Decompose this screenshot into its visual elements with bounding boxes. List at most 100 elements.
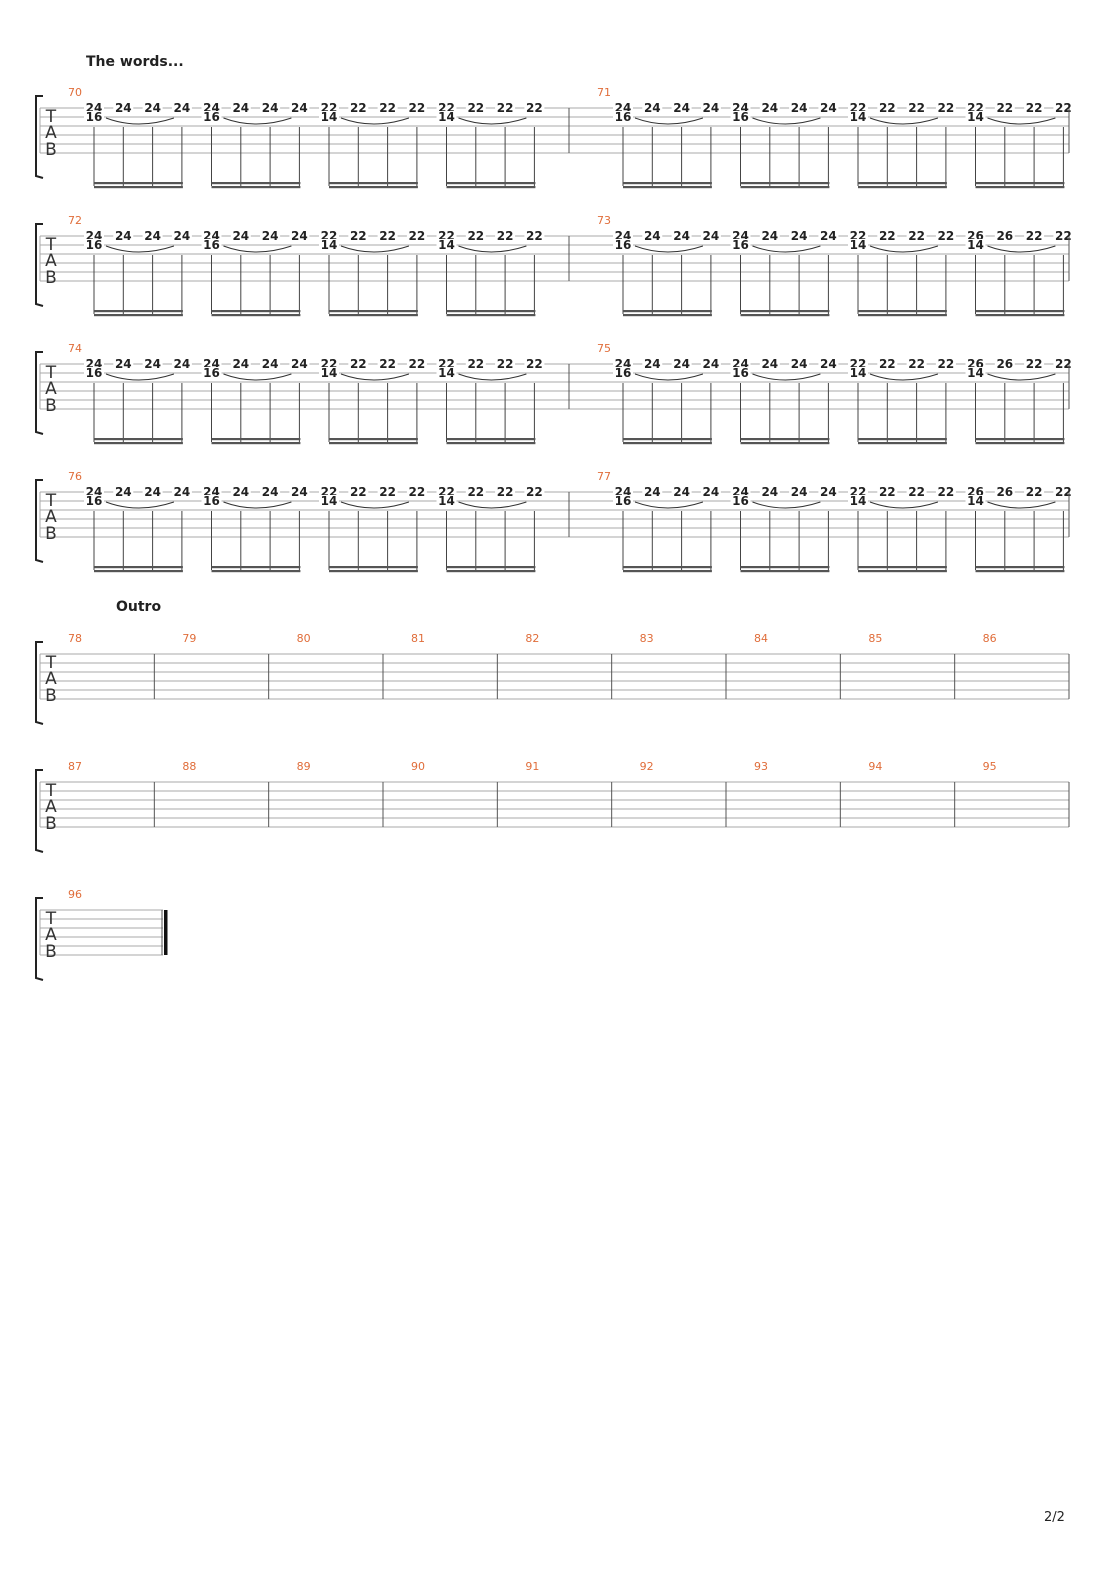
beam xyxy=(211,438,301,441)
fret-mask xyxy=(730,485,751,498)
measure-number: 85 xyxy=(868,632,882,645)
fret-mask xyxy=(613,229,633,242)
beam xyxy=(329,442,418,445)
tab-clef-letter: A xyxy=(45,251,57,271)
fret-number: 24 xyxy=(820,101,837,115)
fret-mask xyxy=(319,111,339,123)
fret-number: 26 xyxy=(996,357,1013,371)
fret-number: 14 xyxy=(850,110,867,124)
fret-number: 22 xyxy=(497,229,514,243)
fret-mask xyxy=(789,357,810,370)
fret-mask xyxy=(935,485,956,498)
fret-number: 24 xyxy=(291,229,308,243)
fret-number: 22 xyxy=(938,485,955,499)
fret-number: 24 xyxy=(115,229,132,243)
fret-mask xyxy=(348,229,369,242)
beam xyxy=(94,566,183,569)
beam xyxy=(623,442,712,445)
fret-mask xyxy=(1024,485,1045,498)
fret-mask xyxy=(495,485,516,498)
section-title-the-words: The words... xyxy=(86,54,184,70)
fret-number: 24 xyxy=(644,101,661,115)
measure-number: 90 xyxy=(411,760,425,773)
tab-clef-letter: T xyxy=(45,235,57,255)
fret-mask xyxy=(613,111,633,123)
fret-mask xyxy=(406,101,427,114)
fret-mask xyxy=(759,229,780,242)
beam xyxy=(211,442,301,445)
fret-number: 22 xyxy=(1026,229,1043,243)
fret-number: 24 xyxy=(232,101,249,115)
measure-number: 87 xyxy=(68,760,82,773)
system-bracket xyxy=(35,223,44,307)
beam xyxy=(858,438,947,441)
fret-number: 22 xyxy=(379,357,396,371)
fret-number: 22 xyxy=(350,485,367,499)
beam xyxy=(623,310,712,313)
fret-mask xyxy=(848,229,868,242)
fret-mask xyxy=(730,495,751,507)
system-bracket xyxy=(35,641,44,725)
beam xyxy=(975,186,1065,189)
measure-number: 81 xyxy=(411,632,425,645)
measure-number: 82 xyxy=(525,632,539,645)
beam xyxy=(623,182,712,185)
fret-mask xyxy=(171,101,192,114)
measure-number: 94 xyxy=(868,760,882,773)
fret-mask xyxy=(142,229,163,242)
fret-number: 16 xyxy=(615,494,632,508)
beam xyxy=(858,566,947,569)
fret-number: 24 xyxy=(174,229,191,243)
fret-number: 24 xyxy=(115,101,132,115)
beam xyxy=(858,570,947,573)
fret-mask xyxy=(965,485,986,498)
beam xyxy=(211,566,301,569)
fret-number: 24 xyxy=(820,229,837,243)
measure-number: 86 xyxy=(983,632,997,645)
tie-arc xyxy=(752,245,821,253)
fret-mask xyxy=(994,485,1015,498)
fret-number: 24 xyxy=(291,357,308,371)
tab-clef-letter: T xyxy=(45,653,57,673)
fret-mask xyxy=(818,229,839,242)
fret-number: 24 xyxy=(144,485,161,499)
fret-mask xyxy=(436,357,457,370)
fret-number: 22 xyxy=(996,101,1013,115)
fret-number: 22 xyxy=(1055,357,1072,371)
fret-number: 24 xyxy=(262,357,279,371)
fret-number: 24 xyxy=(262,101,279,115)
fret-number: 22 xyxy=(879,485,896,499)
fret-number: 14 xyxy=(321,494,338,508)
tab-clef-letter: B xyxy=(45,268,57,288)
beam xyxy=(858,442,947,445)
fret-mask xyxy=(935,229,956,242)
fret-mask xyxy=(906,357,927,370)
fret-mask xyxy=(84,357,104,370)
fret-number: 22 xyxy=(1055,101,1072,115)
fret-mask xyxy=(289,357,310,370)
fret-number: 24 xyxy=(791,357,808,371)
fret-number: 22 xyxy=(879,229,896,243)
fret-mask xyxy=(848,239,868,251)
fret-number: 14 xyxy=(850,366,867,380)
fret-mask xyxy=(84,495,104,507)
fret-number: 24 xyxy=(820,357,837,371)
fret-mask xyxy=(377,229,398,242)
fret-mask xyxy=(1024,229,1045,242)
fret-number: 16 xyxy=(203,494,220,508)
beam xyxy=(329,566,418,569)
fret-number: 14 xyxy=(438,494,455,508)
fret-number: 24 xyxy=(703,485,720,499)
measure-number: 92 xyxy=(640,760,654,773)
fret-number: 22 xyxy=(467,229,484,243)
fret-mask xyxy=(524,101,545,114)
measure-number: 72 xyxy=(68,214,82,227)
fret-number: 24 xyxy=(262,485,279,499)
fret-number: 24 xyxy=(761,229,778,243)
fret-mask xyxy=(730,229,751,242)
fret-mask xyxy=(84,239,104,251)
beam xyxy=(446,310,536,313)
